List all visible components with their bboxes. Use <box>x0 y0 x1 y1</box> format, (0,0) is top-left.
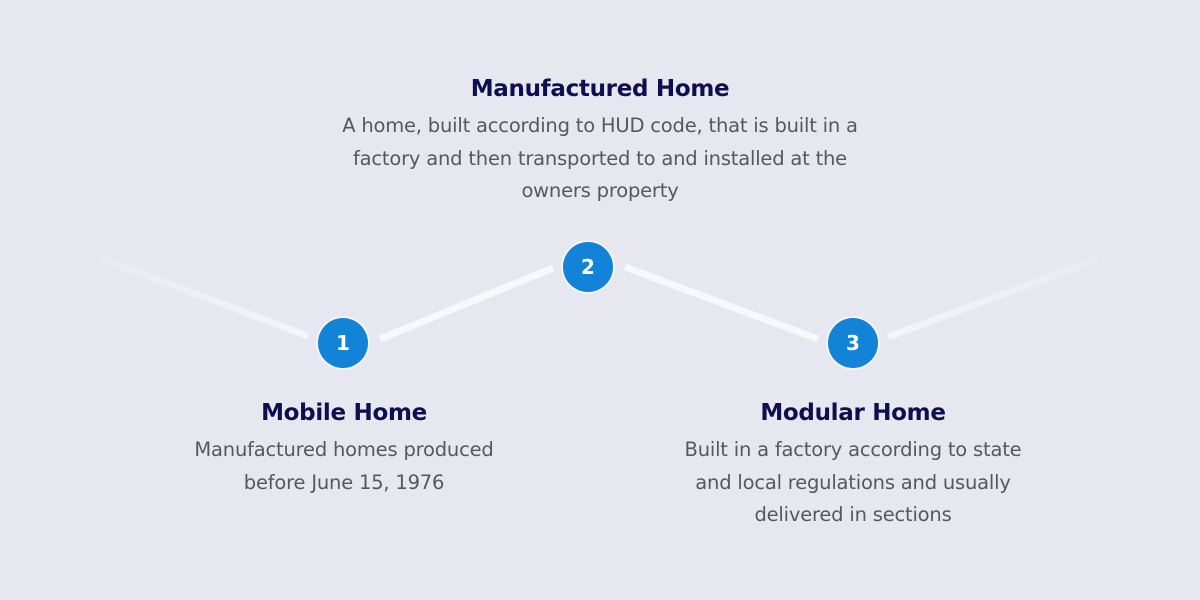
desc-line: Built in a factory according to state <box>684 438 1022 461</box>
step-1-badge: 1 <box>318 318 368 368</box>
step-1-number: 1 <box>336 331 350 355</box>
step-2-description: A home, built according to HUD code, tha… <box>300 110 900 208</box>
step-2-block: Manufactured Home A home, built accordin… <box>300 74 900 208</box>
connector-1-2 <box>378 264 555 343</box>
connector-left-outer <box>98 254 310 340</box>
step-3-title: Modular Home <box>760 400 946 426</box>
connector-2-3 <box>623 263 820 343</box>
desc-line: delivered in sections <box>754 503 952 526</box>
desc-line: A home, built according to HUD code, tha… <box>342 114 858 137</box>
step-3-description: Built in a factory according to state an… <box>653 434 1053 532</box>
step-2-badge: 2 <box>563 242 613 292</box>
step-2-title: Manufactured Home <box>470 76 730 102</box>
step-1-title: Mobile Home <box>261 400 427 426</box>
desc-line: owners property <box>521 179 679 202</box>
step-1-description: Manufactured homes produced before June … <box>144 434 544 499</box>
step-3-number: 3 <box>846 331 860 355</box>
desc-line: and local regulations and usually <box>695 470 1011 494</box>
step-3-badge: 3 <box>828 318 878 368</box>
desc-line: before June 15, 1976 <box>243 470 445 494</box>
step-1-block: Mobile Home Manufactured homes produced … <box>144 398 544 499</box>
step-3-block: Modular Home Built in a factory accordin… <box>653 398 1053 532</box>
step-2-number: 2 <box>581 255 595 279</box>
desc-line: Manufactured homes produced <box>194 438 494 461</box>
desc-line: factory and then transported to and inst… <box>353 146 847 170</box>
connector-right-outer <box>886 255 1100 341</box>
